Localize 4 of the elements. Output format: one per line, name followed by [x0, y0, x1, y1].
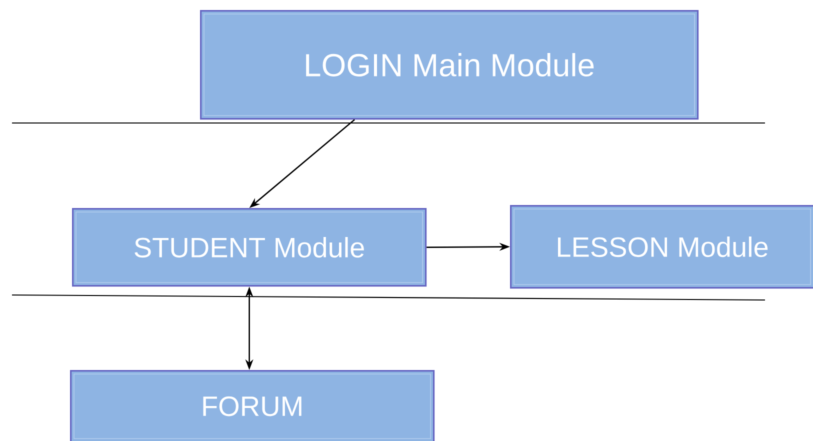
module-box: FORUM [70, 370, 435, 441]
module-box: STUDENT Module [72, 208, 427, 287]
module-box: LOGIN Main Module [200, 10, 699, 120]
module-box: LESSON Module [510, 204, 813, 289]
